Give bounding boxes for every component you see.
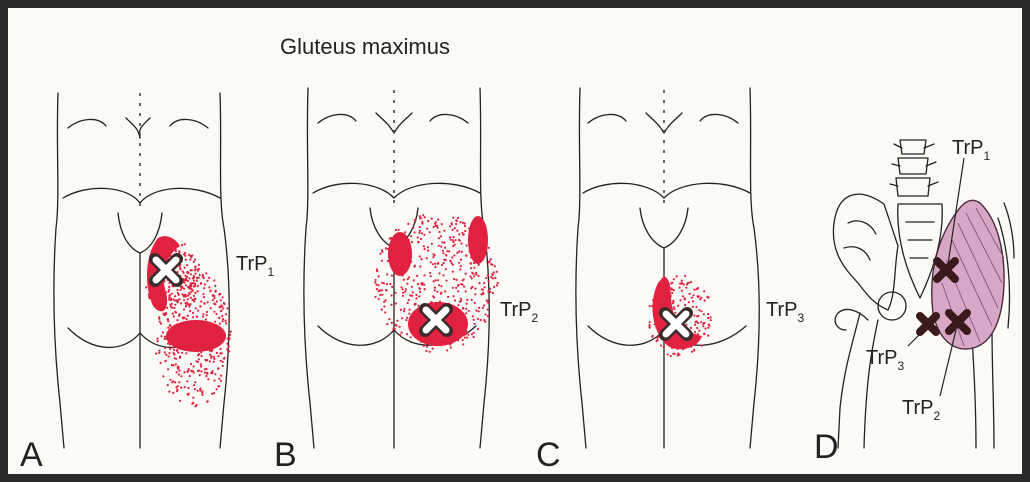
panel-a: TrP1 A	[20, 93, 274, 474]
panel-d: TrP1 TrP3 TrP2 D	[814, 137, 1014, 466]
panel-letter-b: B	[274, 436, 297, 474]
muscle-label-trp3: TrP3	[866, 347, 904, 373]
body-outline-c	[576, 88, 759, 448]
trigger-point-x-c	[665, 313, 687, 335]
trp-label-c: TrP3	[766, 299, 804, 325]
panel-c: TrP3 C	[536, 88, 804, 474]
trigger-point-x-b	[425, 309, 447, 331]
panel-b: TrP2 B	[274, 88, 538, 474]
trp-label-a: TrP1	[236, 253, 274, 279]
gluteus-maximus-figure: Gluteus maximus TrP1 A	[8, 8, 1022, 474]
figure-frame: Gluteus maximus TrP1 A	[8, 8, 1022, 474]
trigger-point-x-a	[155, 259, 177, 281]
panel-letter-d: D	[814, 428, 839, 466]
muscle-label-trp1: TrP1	[952, 137, 990, 163]
figure-title: Gluteus maximus	[280, 34, 450, 59]
panel-letter-c: C	[536, 436, 561, 474]
muscle-label-trp2: TrP2	[902, 397, 940, 423]
leader-line-trp3	[908, 330, 924, 346]
muscle-trigger-point-3	[920, 316, 936, 332]
panel-letter-a: A	[20, 436, 43, 474]
trp-label-b: TrP2	[500, 299, 538, 325]
